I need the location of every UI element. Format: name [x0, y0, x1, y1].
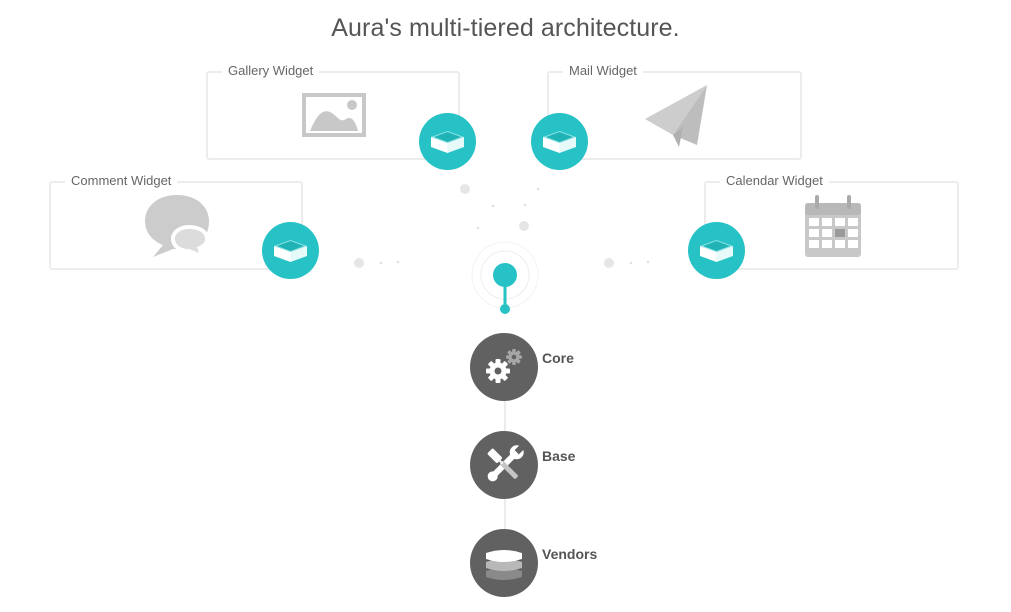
- layers-icon: [486, 550, 522, 580]
- tier-connector-line: [504, 400, 506, 432]
- calendar-module-badge[interactable]: [688, 222, 745, 279]
- calendar-widget[interactable]: Calendar Widget: [704, 173, 959, 270]
- widget-label: Calendar Widget: [720, 173, 829, 188]
- widget-label: Mail Widget: [563, 63, 643, 78]
- connection-dot: [354, 258, 364, 268]
- mail-module-badge[interactable]: [531, 113, 588, 170]
- connection-dot: [379, 261, 383, 265]
- comment-module-badge[interactable]: [262, 222, 319, 279]
- calendar-icon: [805, 195, 861, 257]
- tier-label-base: Base: [542, 448, 576, 464]
- gallery-widget[interactable]: Gallery Widget: [206, 63, 460, 160]
- gears-icon: [486, 349, 522, 383]
- connection-dot: [396, 260, 400, 264]
- connection-dot: [491, 204, 495, 208]
- box-icon: [431, 131, 464, 153]
- connection-dot: [646, 260, 650, 264]
- connection-dot: [629, 261, 633, 265]
- comment-widget[interactable]: Comment Widget: [49, 173, 303, 270]
- chat-bubbles-icon: [145, 195, 209, 259]
- tier-label-core: Core: [542, 350, 574, 366]
- box-icon: [700, 240, 733, 262]
- wrench-screwdriver-icon: [487, 444, 525, 482]
- core-tier[interactable]: [470, 333, 538, 401]
- connection-dot: [523, 203, 527, 207]
- pin-connector-icon: [471, 241, 539, 314]
- connection-dot: [519, 221, 529, 231]
- widget-label: Comment Widget: [65, 173, 178, 188]
- connection-dot: [460, 184, 470, 194]
- connection-dot: [536, 187, 540, 191]
- connection-dot: [476, 226, 480, 230]
- connection-dot: [604, 258, 614, 268]
- tier-label-vendors: Vendors: [542, 546, 598, 562]
- base-tier[interactable]: [470, 431, 538, 499]
- paper-plane-icon: [645, 85, 707, 147]
- image-icon: [302, 93, 366, 137]
- tier-connector-line: [504, 498, 506, 530]
- box-icon: [274, 240, 307, 262]
- page-title: Aura's multi-tiered architecture.: [331, 14, 680, 42]
- gallery-module-badge[interactable]: [419, 113, 476, 170]
- widget-label: Gallery Widget: [222, 63, 320, 78]
- vendors-tier[interactable]: [470, 529, 538, 597]
- box-icon: [543, 131, 576, 153]
- mail-widget[interactable]: Mail Widget: [547, 63, 802, 160]
